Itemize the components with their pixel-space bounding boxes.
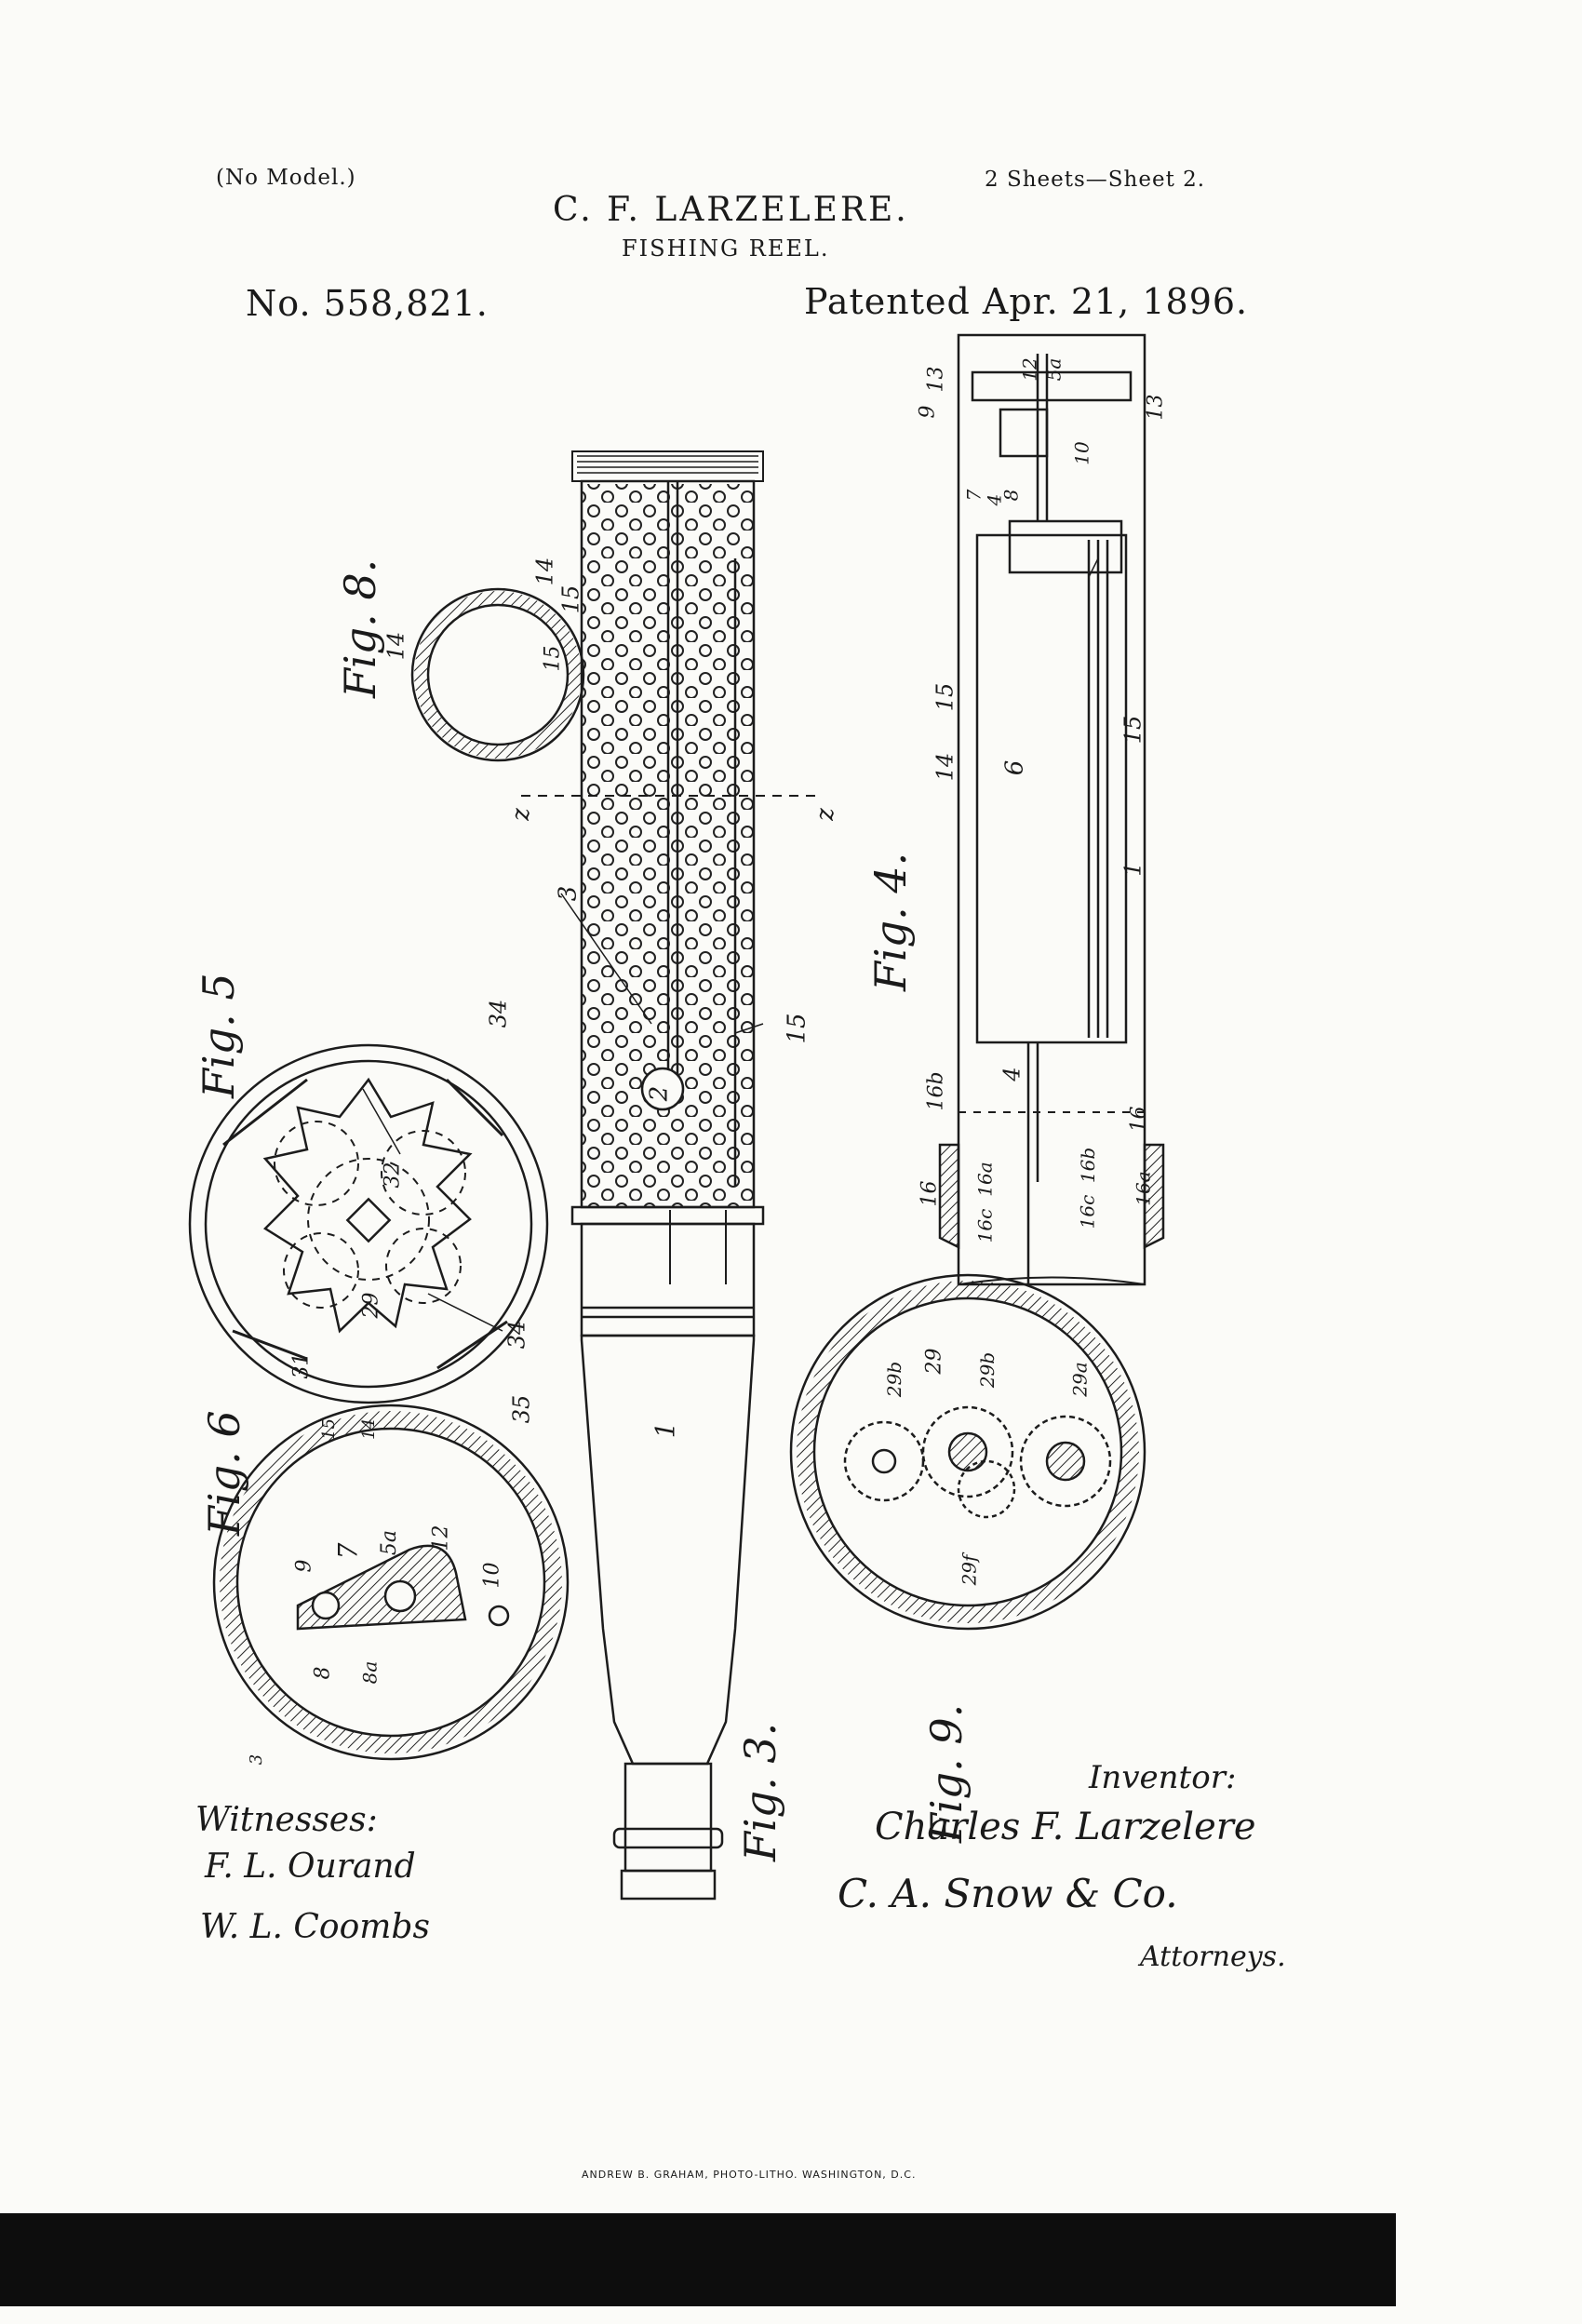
inventor-signature: Charles F. Larzelere — [875, 1806, 1256, 1848]
ref-29a-fig9: 29a — [1068, 1362, 1092, 1397]
ref-16c-fig4-right: 16c — [1076, 1194, 1099, 1229]
fig8-drawing — [410, 587, 585, 762]
ref-z-right: z — [811, 808, 839, 821]
ref-8a-fig6: 8a — [358, 1660, 382, 1685]
ref-5a-fig6: 5a — [378, 1529, 402, 1556]
ref-7-fig6: 7 — [332, 1542, 364, 1560]
ref-12-fig4: 12 — [1018, 357, 1041, 382]
ref-1-fig3: 1 — [650, 1421, 681, 1439]
ref-14-fig6: 14 — [358, 1418, 379, 1440]
inventor-name: C. F. LARZELERE. — [553, 191, 909, 229]
ref-16a-fig4-right: 16a — [1132, 1171, 1155, 1206]
ref-32-fig5: 32 — [381, 1162, 405, 1189]
ref-15-fig8-b: 15 — [541, 645, 565, 672]
ref-3-fig6: 3 — [247, 1753, 267, 1766]
ref-34-fig5-top: 34 — [485, 999, 512, 1028]
fig5-drawing — [188, 1043, 549, 1404]
ref-29-fig5: 29 — [359, 1292, 383, 1319]
ref-13-fig4-left: 13 — [924, 366, 948, 393]
ref-10-fig4: 10 — [1070, 441, 1093, 465]
printer-credit: ANDREW B. GRAHAM, PHOTO-LITHO. WASHINGTO… — [582, 2169, 917, 2181]
fig6-label: Fig. 6 — [199, 1410, 249, 1536]
ref-9-fig6: 9 — [292, 1559, 316, 1573]
ref-16-fig4-right: 16 — [1127, 1106, 1151, 1133]
fig3-label: Fig. 3. — [735, 1722, 785, 1861]
ref-10-fig6: 10 — [480, 1562, 504, 1589]
ref-16c-fig4-left: 16c — [973, 1208, 997, 1243]
patent-drawing — [188, 333, 1165, 1901]
ref-9-fig4: 9 — [916, 405, 940, 419]
fig4-label: Fig. 4. — [865, 852, 916, 991]
invention-title: FISHING REEL. — [622, 235, 830, 262]
ref-4-fig4: 4 — [999, 1067, 1026, 1081]
attorney-signature: C. A. Snow & Co. — [838, 1871, 1178, 1916]
ref-1-fig4: 1 — [1119, 862, 1146, 877]
attorneys-label: Attorneys. — [1140, 1941, 1286, 1973]
fig3-drawing — [521, 450, 819, 1901]
ref-15-fig3: 15 — [783, 1013, 811, 1044]
ref-29-fig9: 29 — [922, 1348, 946, 1375]
ref-15-fig6: 15 — [318, 1418, 339, 1440]
patent-date: Patented Apr. 21, 1896. — [804, 281, 1249, 322]
ref-2: 2 — [645, 1085, 674, 1102]
ref-13-fig4-right: 13 — [1144, 394, 1168, 421]
ref-35-fig5: 35 — [508, 1394, 535, 1424]
ref-5a-fig4: 5a — [1042, 357, 1066, 382]
ref-12-fig6: 12 — [429, 1525, 453, 1552]
model-note: (No Model.) — [216, 166, 356, 190]
ref-31-fig5: 31 — [289, 1352, 314, 1379]
scan-light-strip — [1396, 2213, 1582, 2306]
ref-16b-fig4-left: 16b — [924, 1071, 948, 1111]
fig4-drawing — [938, 333, 1165, 1286]
inventor-label: Inventor: — [1089, 1759, 1237, 1796]
witnesses-label: Witnesses: — [195, 1801, 378, 1839]
ref-16-fig4-left: 16 — [918, 1180, 942, 1207]
ref-15-fig4-left: 15 — [932, 682, 959, 712]
ref-29f-fig9: 29f — [958, 1554, 981, 1586]
ref-14-fig8: 14 — [382, 631, 409, 661]
ref-14-fig8-b: 14 — [531, 557, 558, 586]
fig5-label: Fig. 5 — [194, 973, 244, 1098]
fig6-drawing — [212, 1404, 570, 1761]
scan-border — [0, 2196, 1582, 2324]
witness-2-signature: W. L. Coombs — [200, 1908, 430, 1946]
ref-16a-fig4-left: 16a — [973, 1162, 997, 1197]
ref-15-fig8: 15 — [557, 584, 584, 614]
ref-14-fig4: 14 — [932, 752, 959, 782]
ref-7-fig4: 7 — [962, 489, 985, 502]
ref-29b-fig9-b: 29b — [976, 1351, 999, 1389]
patent-number: No. 558,821. — [246, 283, 489, 324]
fig9-drawing — [789, 1273, 1146, 1631]
witness-1-signature: F. L. Ourand — [205, 1847, 416, 1886]
scan-dark-strip — [0, 2213, 1396, 2306]
ref-z-left: z — [506, 808, 535, 821]
ref-3: 3 — [554, 885, 583, 902]
ref-4-fig4-top: 4 — [983, 493, 1006, 506]
ref-34-fig5-bottom: 34 — [503, 1320, 530, 1350]
sheet-count: 2 Sheets—Sheet 2. — [985, 168, 1206, 192]
ref-16b-fig4-right: 16b — [1077, 1147, 1100, 1184]
ref-15-fig4-right: 15 — [1119, 715, 1146, 745]
fig8-label: Fig. 8. — [335, 558, 385, 698]
ref-29b-fig9: 29b — [883, 1361, 906, 1398]
ref-6-fig4: 6 — [1000, 759, 1029, 776]
ref-8-fig6: 8 — [311, 1666, 335, 1680]
